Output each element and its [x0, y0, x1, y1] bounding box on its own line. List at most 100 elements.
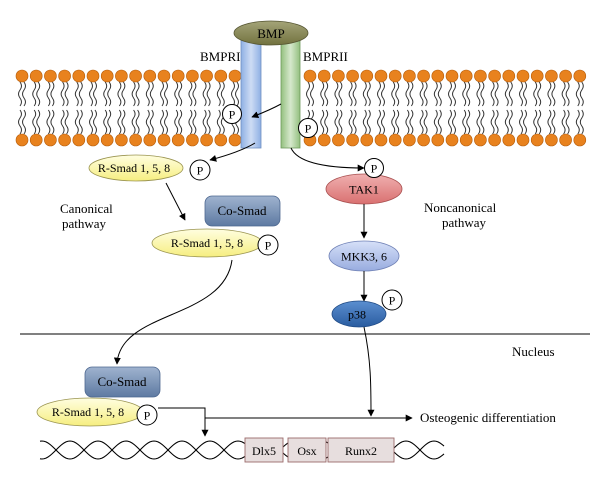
rsmad-membrane: R-Smad 1, 5, 8 P	[88, 154, 211, 182]
lipid-head	[516, 69, 530, 83]
lipid-head	[15, 133, 29, 147]
svg-text:MKK3, 6: MKK3, 6	[341, 250, 387, 264]
lipid-head	[388, 69, 402, 83]
lipid-head	[403, 133, 416, 147]
lipid-head	[317, 69, 331, 83]
tak1-node: TAK1 P	[325, 158, 403, 205]
canonical-title-line2: pathway	[62, 216, 107, 231]
canonical-title-line1: Canonical	[60, 201, 113, 216]
lipid-head	[474, 69, 487, 83]
bmpri-label: BMPRI	[200, 49, 240, 64]
lipid-head	[129, 69, 142, 83]
lipid-head	[474, 133, 487, 147]
lipid-head	[445, 69, 459, 83]
lipid-head	[200, 133, 213, 147]
lipid-head	[502, 133, 516, 147]
rsmad-nucleus: R-Smad 1, 5, 8 P	[36, 397, 158, 427]
lipid-head	[44, 133, 57, 147]
svg-text:P: P	[265, 239, 272, 253]
lipid-head	[129, 133, 142, 147]
phospho-bmprii: P	[298, 118, 318, 138]
lipid-head	[573, 69, 587, 83]
lipid-head	[171, 69, 185, 83]
svg-text:P: P	[371, 162, 378, 176]
svg-text:R-Smad 1, 5, 8: R-Smad 1, 5, 8	[98, 161, 170, 175]
lipid-head	[545, 69, 558, 83]
lipid-head	[346, 69, 359, 83]
phospho-bmpri: P	[222, 104, 242, 124]
gene-runx2: Runx2	[327, 437, 395, 463]
lipid-head	[332, 69, 345, 83]
lipid-head	[228, 69, 242, 83]
lipid-head	[186, 133, 199, 147]
svg-text:R-Smad 1, 5, 8: R-Smad 1, 5, 8	[171, 236, 243, 250]
svg-text:Osx: Osx	[297, 444, 316, 458]
svg-text:P: P	[389, 294, 396, 308]
arrow-bmprii-to-tak1	[290, 147, 365, 172]
lipid-head	[100, 69, 114, 83]
lipid-head	[502, 69, 516, 83]
lipid-head	[186, 69, 199, 83]
lipid-head	[29, 69, 43, 83]
lipid-head	[530, 133, 544, 147]
lipid-head	[44, 69, 57, 83]
lipid-head	[214, 133, 228, 147]
lipid-head	[459, 133, 473, 147]
lipid-head	[157, 133, 171, 147]
svg-text:R-Smad 1, 5, 8: R-Smad 1, 5, 8	[52, 405, 124, 419]
lipid-head	[171, 133, 185, 147]
lipid-head	[58, 69, 71, 83]
lipid-head	[459, 69, 473, 83]
noncanonical-title-line1: Noncanonical	[424, 200, 497, 215]
arrow-smad-to-dna	[158, 407, 209, 437]
lipid-head	[559, 133, 572, 147]
lipid-head	[115, 133, 128, 147]
cosmad-cytoplasm: Co-Smad	[204, 195, 281, 227]
gene-dlx5: Dlx5	[244, 437, 284, 463]
lipid-head	[431, 133, 445, 147]
noncanonical-title-line2: pathway	[442, 215, 487, 230]
lipid-head	[15, 69, 29, 83]
arrow-complex-to-nucleus	[113, 259, 233, 365]
rsmad-cytoplasm: R-Smad 1, 5, 8 P	[151, 228, 279, 258]
lipid-head	[360, 133, 374, 147]
svg-text:P: P	[144, 409, 151, 423]
bmprii-label: BMPRII	[303, 49, 348, 64]
lipid-head	[374, 69, 388, 83]
lipid-head	[431, 69, 445, 83]
lipid-head	[228, 133, 242, 147]
lipid-head	[388, 133, 402, 147]
bmpri-receptor	[240, 39, 262, 149]
lipid-head	[86, 133, 100, 147]
arrow-p38-to-dna	[363, 326, 375, 417]
lipid-head	[317, 133, 331, 147]
gene-osx: Osx	[287, 437, 327, 463]
bmp-label: BMP	[257, 26, 284, 41]
p38-node: p38 P	[331, 289, 403, 328]
lipid-head	[445, 133, 459, 147]
outcome-label: Osteogenic differentiation	[420, 410, 556, 425]
svg-text:P: P	[229, 108, 236, 122]
lipid-head	[303, 69, 317, 83]
lipid-head	[143, 69, 157, 83]
lipid-head	[115, 69, 128, 83]
lipid-head	[360, 69, 374, 83]
lipid-head	[214, 69, 228, 83]
lipid-head	[157, 69, 171, 83]
arrow-bmprii-to-bmpri	[251, 103, 282, 118]
lipid-head	[332, 133, 345, 147]
lipid-head	[58, 133, 71, 147]
bmp-ligand	[233, 20, 309, 46]
lipid-head	[86, 69, 100, 83]
lipid-head	[72, 133, 86, 147]
svg-text:Co-Smad: Co-Smad	[97, 374, 147, 389]
lipid-head	[200, 69, 213, 83]
lipid-head	[72, 69, 86, 83]
lipid-head	[417, 69, 430, 83]
lipid-head	[417, 133, 430, 147]
lipid-head	[143, 133, 157, 147]
lipid-head	[516, 133, 530, 147]
svg-text:Co-Smad: Co-Smad	[217, 203, 267, 218]
arrow-rsmad-to-complex	[165, 182, 186, 221]
